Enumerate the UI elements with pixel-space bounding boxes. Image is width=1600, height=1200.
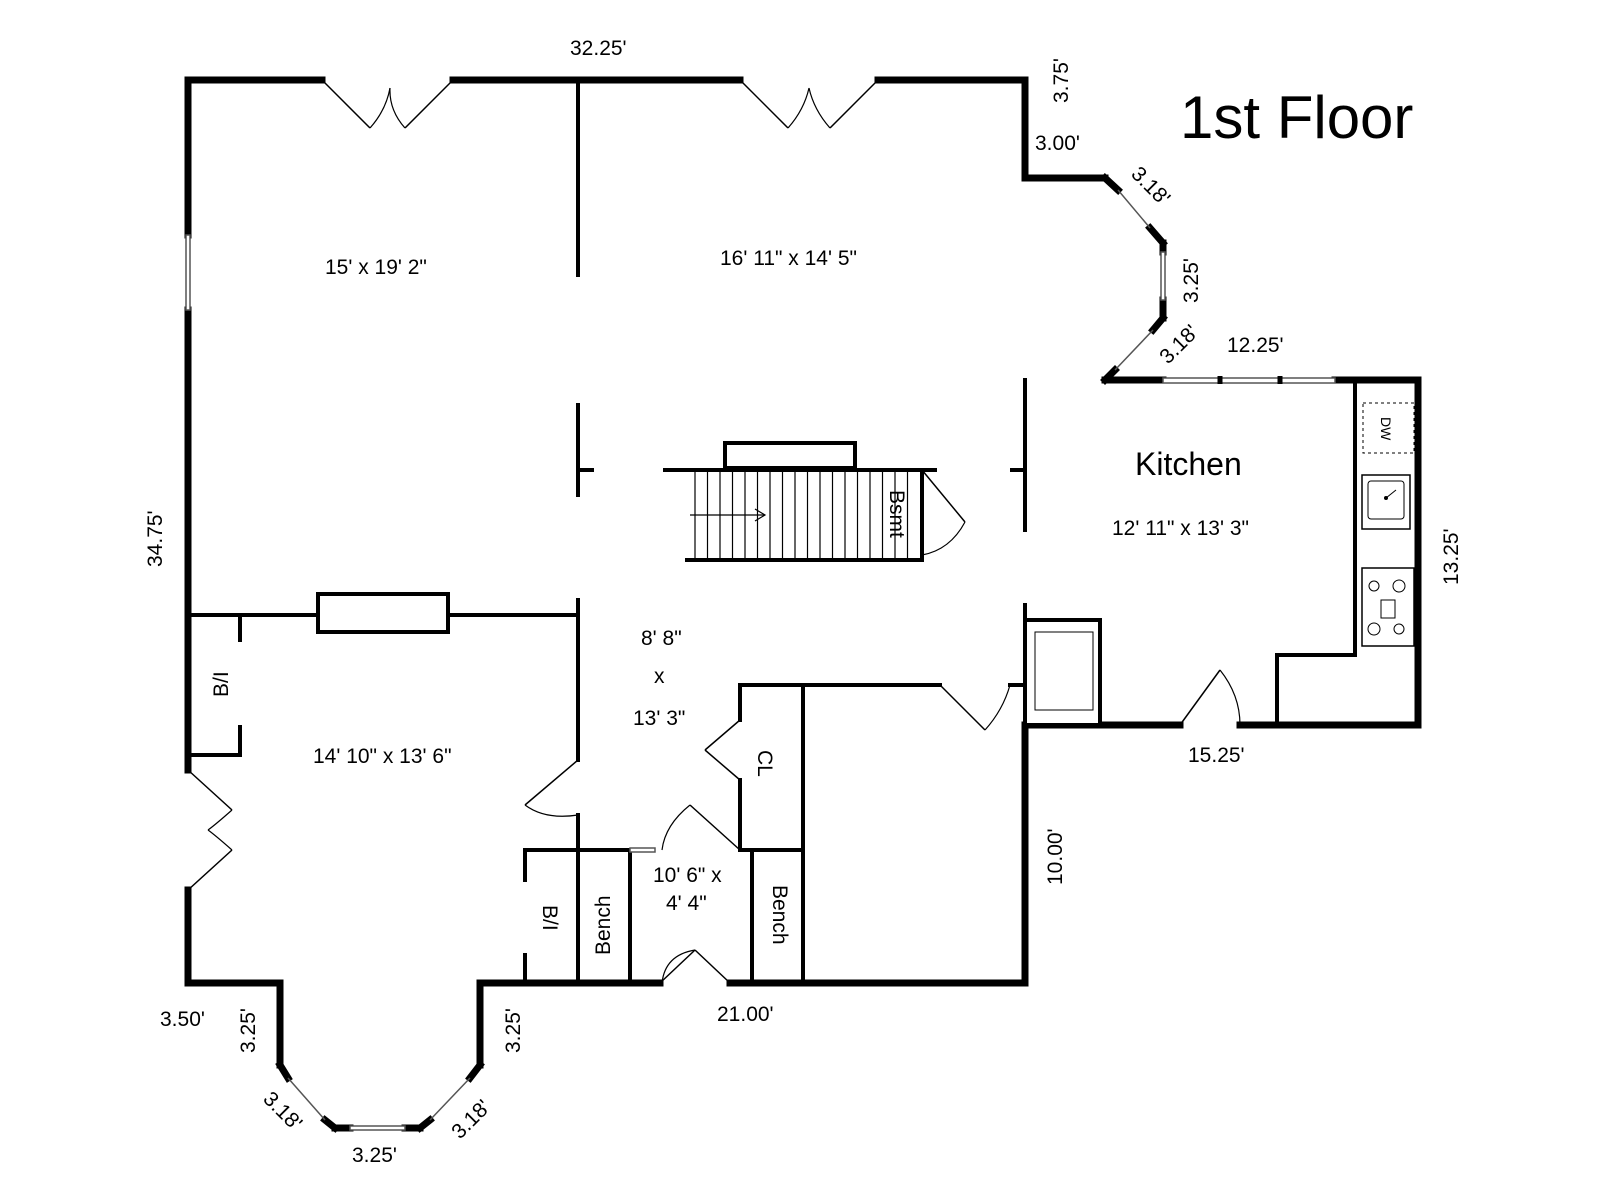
interior-walls	[186, 80, 1357, 985]
bench-right-label: Bench	[768, 885, 791, 945]
foyer-width: 10' 6" x	[653, 864, 722, 887]
dim-bottom-left-h: 3.50'	[160, 1008, 205, 1031]
hall-width: 8' 8"	[641, 627, 682, 650]
dim-bottom-mid: 21.00'	[717, 1003, 774, 1026]
foyer-depth: 4' 4"	[666, 892, 707, 915]
hall-depth: 13' 3"	[633, 707, 685, 730]
kitchen-size: 12' 11" x 13' 3"	[1112, 517, 1249, 540]
dim-bottom-bay-right-diag: 3.18'	[447, 1096, 495, 1144]
windows	[185, 189, 1336, 1131]
bench-left-label: Bench	[592, 895, 615, 955]
closet-label: CL	[753, 750, 776, 777]
staircase	[663, 441, 937, 562]
floor-title: 1st Floor	[1180, 84, 1413, 151]
dishwasher-label: DW	[1378, 417, 1394, 441]
dim-top: 32.25'	[570, 37, 627, 60]
bi-lower-label: B/I	[538, 905, 561, 931]
dim-bottom-left-v: 3.25'	[237, 1008, 260, 1053]
dim-bay-top-diag: 3.18'	[1126, 162, 1174, 210]
doors	[187, 79, 1241, 984]
hall-x: x	[654, 665, 665, 688]
dim-mid-right-vertical: 10.00'	[1044, 828, 1067, 885]
kitchen-fixtures	[1023, 402, 1415, 727]
dim-left: 34.75'	[144, 510, 167, 567]
dim-right-jog-v: 3.75'	[1050, 58, 1073, 103]
kitchen-name: Kitchen	[1135, 446, 1242, 482]
dim-kitchen-top: 12.25'	[1227, 334, 1284, 357]
stove	[1361, 567, 1415, 647]
dim-bottom-bay-left-diag: 3.18'	[258, 1087, 306, 1135]
dim-right-jog-h: 3.00'	[1035, 132, 1080, 155]
bsmt-label: Bsmt	[885, 490, 908, 538]
dim-bottom-bay-right-v: 3.25'	[502, 1008, 525, 1053]
refrigerator	[1023, 618, 1102, 727]
dim-kitchen-bottom: 15.25'	[1188, 744, 1245, 767]
dim-kitchen-right: 13.25'	[1440, 528, 1463, 585]
room-living-size: 15' x 19' 2"	[325, 256, 427, 279]
labels: 1st Floor 15' x 19' 2" 16' 11" x 14' 5" …	[144, 37, 1463, 1167]
bi-upper-label: B/I	[210, 671, 233, 697]
exterior-walls	[184, 76, 1422, 1133]
dim-bottom-bay-mid: 3.25'	[352, 1144, 397, 1167]
kitchen-sink	[1361, 474, 1411, 530]
dim-bay-low-diag: 3.18'	[1155, 321, 1203, 369]
dim-bay-mid: 3.25'	[1180, 258, 1203, 303]
dishwasher	[1362, 402, 1415, 454]
room-dining-size: 14' 10" x 13' 6"	[313, 745, 452, 768]
room-family-size: 16' 11" x 14' 5"	[720, 247, 857, 270]
